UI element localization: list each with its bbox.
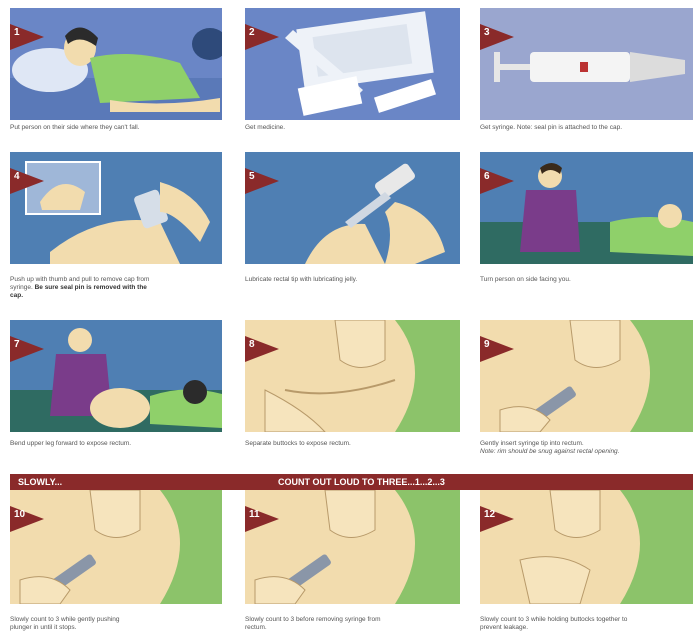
step-flag-icon: 11 — [245, 506, 279, 532]
step-flag-icon: 5 — [245, 168, 279, 194]
step-flag-icon: 9 — [480, 336, 514, 362]
step-flag-icon: 2 — [245, 24, 279, 50]
banner-slowly-text: SLOWLY... — [18, 474, 62, 490]
step-panel-6: 6 — [480, 152, 693, 264]
step-number: 6 — [484, 172, 490, 182]
step-caption-note: Note: rim should be snug against rectal … — [480, 448, 693, 456]
step-panel-2: 2 — [245, 8, 460, 120]
step-caption-10: Slowly count to 3 while gently pushing p… — [10, 616, 130, 632]
step-flag-icon: 4 — [10, 168, 44, 194]
step-caption-6: Turn person on side facing you. — [480, 276, 693, 284]
step-number: 1 — [14, 28, 20, 38]
step-panel-10: 10 — [10, 490, 222, 604]
step-flag-icon: 10 — [10, 506, 44, 532]
step-number: 3 — [484, 28, 490, 38]
step-caption-text: Gently insert syringe tip into rectum. — [480, 440, 584, 447]
step-flag-icon: 3 — [480, 24, 514, 50]
step-flag-icon: 12 — [480, 506, 514, 532]
step-panel-8: 8 — [245, 320, 460, 432]
step-caption-11: Slowly count to 3 before removing syring… — [245, 616, 385, 632]
step-panel-4: 4 — [10, 152, 222, 264]
step-caption-7: Bend upper leg forward to expose rectum. — [10, 440, 222, 448]
step-flag-icon: 7 — [10, 336, 44, 362]
step-flag-icon: 1 — [10, 24, 44, 50]
step-panel-12: 12 — [480, 490, 693, 604]
step-panel-9: 9 — [480, 320, 693, 432]
step-caption-8: Separate buttocks to expose rectum. — [245, 440, 460, 448]
step-panel-7: 7 — [10, 320, 222, 432]
step-panel-3: 3 — [480, 8, 693, 120]
count-banner: SLOWLY... COUNT OUT LOUD TO THREE...1...… — [10, 474, 693, 490]
step-flag-icon: 6 — [480, 168, 514, 194]
step-caption-1: Put person on their side where they can'… — [10, 124, 222, 132]
step-number: 4 — [14, 172, 20, 182]
step-caption-5: Lubricate rectal tip with lubricating je… — [245, 276, 460, 284]
step-number: 2 — [249, 28, 255, 38]
step-number: 12 — [484, 510, 495, 520]
step-number: 5 — [249, 172, 255, 182]
step-caption-4: Push up with thumb and pull to remove ca… — [10, 276, 160, 300]
step-number: 8 — [249, 340, 255, 350]
step-panel-1: 1 — [10, 8, 222, 120]
step-caption-2: Get medicine. — [245, 124, 460, 132]
step-caption-12: Slowly count to 3 while holding buttocks… — [480, 616, 630, 632]
step-flag-icon: 8 — [245, 336, 279, 362]
step-number: 11 — [249, 510, 260, 520]
step-caption-3: Get syringe. Note: seal pin is attached … — [480, 124, 693, 132]
step-panel-5: 5 — [245, 152, 460, 264]
banner-count-text: COUNT OUT LOUD TO THREE...1...2...3 — [278, 474, 445, 490]
step-number: 10 — [14, 510, 25, 520]
step-number: 7 — [14, 340, 20, 350]
step-panel-11: 11 — [245, 490, 460, 604]
step-caption-9: Gently insert syringe tip into rectum. N… — [480, 440, 693, 456]
step-number: 9 — [484, 340, 490, 350]
